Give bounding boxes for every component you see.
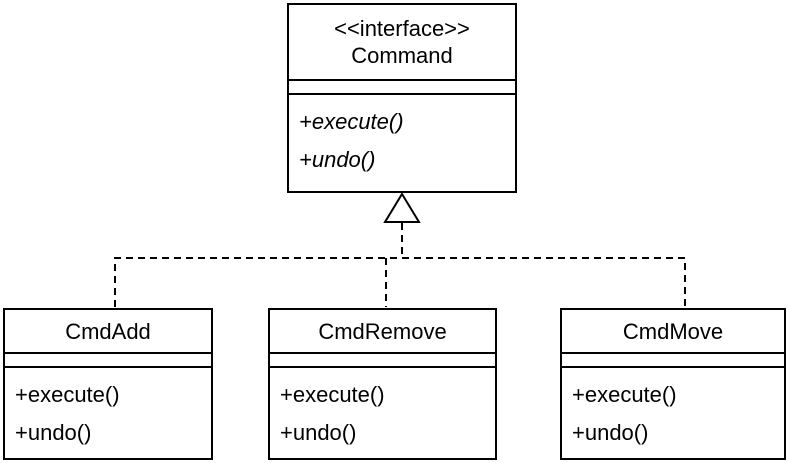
method-undo: +undo()	[299, 147, 376, 172]
attributes-compartment-empty	[270, 354, 495, 368]
methods-compartment: +execute() +undo()	[289, 95, 515, 191]
class-name: Command	[351, 43, 453, 68]
class-box-cmdadd: CmdAdd +execute() +undo()	[3, 308, 213, 460]
attributes-compartment-empty	[562, 354, 784, 368]
class-stereotype: <<interface>>	[334, 16, 470, 41]
methods-compartment: +execute() +undo()	[270, 368, 495, 458]
attributes-compartment-empty	[289, 81, 515, 95]
method-undo: +undo()	[572, 420, 649, 445]
class-name: CmdAdd	[65, 318, 151, 344]
class-title: CmdRemove	[270, 310, 495, 355]
method-execute: +execute()	[572, 382, 677, 407]
method-undo: +undo()	[15, 420, 92, 445]
method-execute: +execute()	[299, 109, 404, 134]
methods-compartment: +execute() +undo()	[5, 368, 211, 458]
class-name: CmdRemove	[318, 318, 447, 344]
class-box-command: <<interface>> Command +execute() +undo()	[287, 3, 517, 193]
class-box-cmdremove: CmdRemove +execute() +undo()	[268, 308, 497, 460]
class-title: CmdMove	[562, 310, 784, 355]
method-undo: +undo()	[280, 420, 357, 445]
class-title: CmdAdd	[5, 310, 211, 355]
realization-line-branches	[114, 257, 686, 307]
class-title: <<interface>> Command	[289, 5, 515, 81]
methods-compartment: +execute() +undo()	[562, 368, 784, 458]
class-box-cmdmove: CmdMove +execute() +undo()	[560, 308, 786, 460]
class-name: CmdMove	[622, 318, 724, 344]
realization-triangle-arrowhead	[383, 192, 421, 223]
method-execute: +execute()	[280, 382, 385, 407]
attributes-compartment-empty	[5, 354, 211, 368]
method-execute: +execute()	[15, 382, 120, 407]
